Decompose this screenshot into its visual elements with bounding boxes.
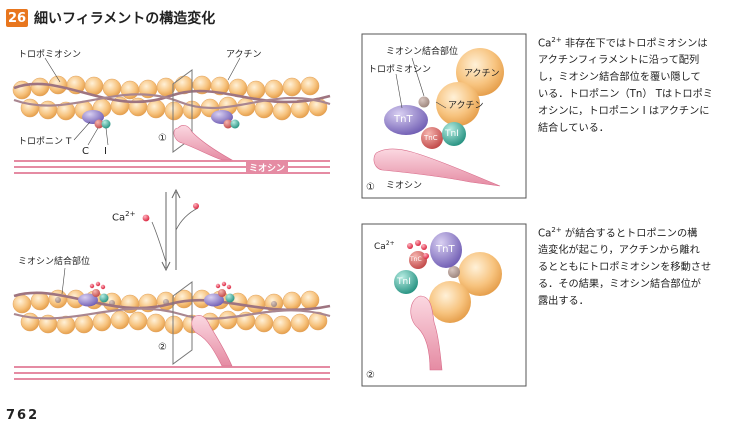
box1-label-tnt: TnT — [394, 114, 413, 125]
box2-myosin-head — [410, 295, 443, 371]
label-tropomyosin: トロポミオシン — [18, 50, 82, 60]
label-myosin: ミオシン — [246, 161, 289, 174]
troponin-c-top — [94, 119, 104, 129]
tropomyosin-strand-top-1 — [13, 82, 331, 104]
para1-line-3: し，ミオシン結合部位を覆い隠して — [538, 72, 701, 84]
box2-calcium-4 — [423, 253, 429, 259]
box2-actin-lower — [429, 281, 471, 323]
box1-myosin-binding-site — [418, 96, 430, 108]
circle-label-1: ① — [158, 133, 167, 144]
box2-calcium-charge: 2+ — [385, 240, 395, 247]
para1-line-1-text: 非存在下ではトロポミオシンは — [561, 38, 708, 50]
box2-label-tnt: TnT — [436, 244, 455, 255]
para2-line-2: 造変化が起こり，アクチンから離れ — [538, 245, 700, 257]
para1-line-1: Ca2+ 非存在下ではトロポミオシンは — [538, 32, 728, 52]
label-troponin-t: トロポニン T — [18, 137, 72, 147]
thin-filament-bottom — [12, 267, 331, 380]
box2-tni — [394, 270, 418, 294]
troponin-c-top-2 — [223, 119, 233, 129]
box1-label-tnc: TnC — [424, 134, 438, 142]
para2-calcium-charge: 2+ — [551, 226, 562, 234]
box1-label-myosin: ミオシン — [386, 181, 423, 191]
label-calcium: Ca2+ — [112, 210, 135, 223]
label-troponin-c: C — [82, 146, 89, 157]
box2-label-tni: TnI — [397, 277, 411, 287]
troponin-i-top — [101, 119, 111, 129]
box1-label-tni: TnI — [445, 129, 459, 139]
label-myosin-binding-site: ミオシン結合部位 — [18, 257, 91, 267]
label-troponin-i: I — [104, 146, 107, 157]
para1-line-6: 結合している． — [538, 123, 610, 135]
page-number: 762 — [6, 408, 40, 423]
para1-calcium: Ca — [538, 38, 552, 50]
box2-label-calcium: Ca2+ — [374, 240, 395, 252]
calcium-transition — [142, 188, 199, 272]
box2-calcium-3 — [421, 244, 427, 250]
para2-line-5: 露出する． — [538, 296, 589, 308]
box2-tnc — [409, 251, 427, 269]
box1-label-myosin-binding-site: ミオシン結合部位 — [386, 47, 459, 57]
para2-line-3: るとともにトロポミオシンを移動させ — [538, 262, 712, 274]
para2-line-4: る．その結果，ミオシン結合部位が — [538, 279, 701, 291]
box2-circle-label: ② — [366, 370, 375, 381]
box2-calcium-symbol: Ca — [374, 242, 386, 252]
calcium-charge: 2+ — [125, 210, 136, 218]
para1-line-4: いる．トロポニン（Tn） Tはトロポミ — [538, 89, 713, 101]
description-paragraph-2: Ca2+ が結合するとトロポニンの構 造変化が起こり，アクチンから離れ るととも… — [538, 222, 728, 310]
figure-title: 細いフィラメントの構造変化 — [34, 11, 216, 27]
box2-label-tnc: TnC — [410, 256, 422, 263]
myosin-filament-top — [14, 125, 330, 174]
para2-calcium: Ca — [538, 228, 552, 240]
box1-label-actin-lower: アクチン — [448, 101, 484, 111]
figure-header: 26 細いフィラメントの構造変化 — [6, 7, 215, 29]
box2-tnt — [430, 232, 462, 268]
thin-filament-top — [12, 57, 331, 174]
box2-actin-upper — [458, 252, 502, 296]
box1-myosin-head — [373, 148, 501, 187]
myosin-filament-bottom — [14, 315, 330, 380]
para2-line-1-text: が結合するとトロポニンの構 — [561, 228, 698, 240]
description-paragraph-1: Ca2+ 非存在下ではトロポミオシンは アクチンフィラメントに沿って配列 し，ミ… — [538, 32, 728, 137]
para1-line-2: アクチンフィラメントに沿って配列 — [538, 55, 700, 67]
troponin-complex-top — [82, 110, 240, 129]
box1-actin-lower — [436, 82, 480, 126]
troponin-complex-bottom — [78, 281, 235, 307]
box1-circle-label: ① — [366, 182, 375, 193]
box2-calcium-2 — [415, 240, 421, 246]
circle-label-2: ② — [158, 342, 167, 353]
tropomyosin-strand-top-2 — [13, 93, 331, 110]
box2-myosin-binding-site — [448, 266, 460, 278]
para1-calcium-charge: 2+ — [551, 36, 562, 44]
calcium-symbol: Ca — [112, 212, 126, 224]
myosin-head-bottom — [191, 315, 233, 367]
calcium-ion-mid-2 — [193, 203, 199, 209]
box1-label-tropomyosin: トロポミオシン — [368, 65, 432, 75]
tropomyosin-strand-bottom-2 — [13, 307, 331, 320]
para1-line-5: オシンに，トロポニン I はアクチンに — [538, 106, 710, 118]
calcium-ion-mid-1 — [142, 214, 150, 222]
detail-box-2-illustration — [394, 232, 502, 371]
cross-section-frame-bottom — [172, 281, 193, 365]
box1-tnt — [384, 105, 428, 135]
tropomyosin-strand-bottom-1 — [13, 291, 331, 312]
troponin-i-top-2 — [230, 119, 240, 129]
para2-line-1: Ca2+ が結合するとトロポニンの構 — [538, 222, 728, 242]
label-actin: アクチン — [226, 50, 262, 60]
detail-box-1-illustration — [373, 48, 504, 187]
box1-actin-upper — [456, 48, 504, 96]
box2-calcium-1 — [407, 243, 413, 249]
box1-label-actin-upper: アクチン — [464, 69, 500, 79]
figure-number-badge: 26 — [6, 9, 28, 27]
box1-tni — [442, 122, 466, 146]
box1-tnc — [421, 127, 443, 149]
myosin-head-top — [173, 125, 234, 161]
